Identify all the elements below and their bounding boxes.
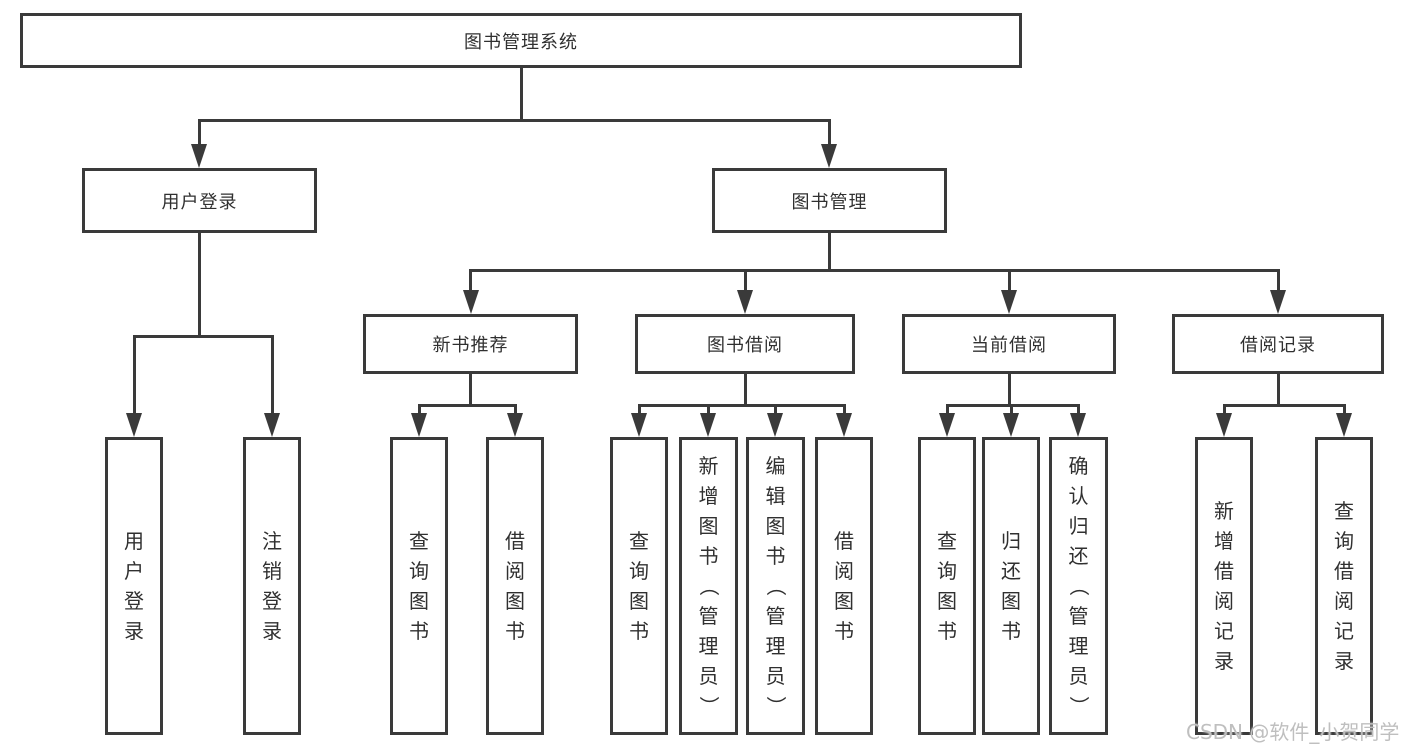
leaf-label: 用户登录 (124, 529, 144, 643)
node-label: 借阅记录 (1240, 335, 1316, 356)
leaf-label: 确认归还（管理员） (1066, 454, 1091, 716)
connector-stem (197, 233, 201, 336)
leaf-borrow-books-recommend: 借阅图书 (486, 437, 544, 735)
connector-bar (945, 403, 1080, 407)
connector-stem (1007, 270, 1011, 291)
arrowhead-icon (1003, 413, 1019, 437)
leaf-label: 注销登录 (262, 529, 282, 643)
connector-stem (842, 405, 846, 415)
connector-bar (637, 403, 846, 407)
connector-stem (197, 120, 201, 146)
arrowhead-icon (836, 413, 852, 437)
arrowhead-icon (191, 144, 207, 168)
node-label: 图书借阅 (707, 335, 783, 356)
connector-stem (743, 270, 747, 291)
leaf-confirm-return-admin: 确认归还（管理员） (1049, 437, 1108, 735)
connector-stem (469, 374, 472, 405)
connector-stem (469, 270, 472, 291)
node-label: 图书管理 (791, 191, 868, 213)
arrowhead-icon (700, 413, 716, 437)
leaf-label: 查询图书 (629, 529, 649, 643)
leaf-edit-books-admin: 编辑图书（管理员） (746, 437, 805, 735)
leaf-query-books-current: 查询图书 (918, 437, 976, 735)
leaf-borrow-books: 借阅图书 (815, 437, 873, 735)
connector-stem (706, 405, 710, 415)
arrowhead-icon (507, 413, 523, 437)
connector-root-stem (519, 68, 523, 120)
arrowhead-icon (126, 413, 142, 437)
arrowhead-icon (767, 413, 783, 437)
connector-stem (637, 405, 641, 415)
connector-stem (417, 405, 421, 415)
connector-stem (1276, 374, 1280, 405)
arrowhead-icon (821, 144, 837, 168)
node-borrow-records: 借阅记录 (1172, 314, 1384, 374)
arrowhead-icon (1270, 290, 1286, 314)
connector-stem (827, 233, 831, 270)
arrowhead-icon (264, 413, 280, 437)
connector-level3-bar (469, 268, 1280, 272)
leaf-label: 新增图书（管理员） (696, 454, 721, 716)
connector-bar (132, 334, 274, 338)
leaf-query-books-borrow: 查询图书 (610, 437, 668, 735)
connector-stem (1007, 374, 1011, 405)
arrowhead-icon (631, 413, 647, 437)
leaf-query-borrow-record: 查询借阅记录 (1315, 437, 1373, 735)
leaf-user-login: 用户登录 (105, 437, 163, 735)
connector-bar (1222, 403, 1346, 407)
leaf-label: 归还图书 (1001, 529, 1021, 643)
arrowhead-icon (939, 413, 955, 437)
connector-stem (1276, 270, 1280, 291)
connector-stem (743, 374, 747, 405)
leaf-label: 编辑图书（管理员） (763, 454, 788, 716)
arrowhead-icon (1216, 413, 1232, 437)
connector-stem (1009, 405, 1013, 415)
leaf-label: 借阅图书 (834, 529, 854, 643)
node-label: 图书管理系统 (464, 31, 578, 53)
connector-level2-bar (197, 118, 831, 122)
arrowhead-icon (1336, 413, 1352, 437)
leaf-return-books: 归还图书 (982, 437, 1040, 735)
connector-stem (773, 405, 777, 415)
node-label: 当前借阅 (971, 335, 1047, 356)
leaf-logout: 注销登录 (243, 437, 301, 735)
leaf-label: 查询图书 (937, 529, 957, 643)
leaf-label: 借阅图书 (505, 529, 525, 643)
connector-stem (827, 120, 831, 146)
leaf-add-books-admin: 新增图书（管理员） (679, 437, 738, 735)
leaf-query-books-recommend: 查询图书 (390, 437, 448, 735)
node-label: 新书推荐 (432, 335, 509, 356)
connector-stem (1342, 405, 1346, 415)
arrowhead-icon (1001, 290, 1017, 314)
node-current-borrow: 当前借阅 (902, 314, 1116, 374)
connector-stem (132, 336, 136, 414)
connector-stem (270, 336, 274, 414)
node-user-login: 用户登录 (82, 168, 317, 233)
connector-stem (1076, 405, 1080, 415)
node-book-management: 图书管理 (712, 168, 947, 233)
arrowhead-icon (462, 290, 479, 314)
node-book-borrow: 图书借阅 (635, 314, 855, 374)
connector-stem (1222, 405, 1226, 415)
leaf-label: 查询借阅记录 (1334, 499, 1354, 673)
leaf-label: 查询图书 (409, 529, 429, 643)
node-root: 图书管理系统 (20, 13, 1022, 68)
arrowhead-icon (1070, 413, 1086, 437)
arrowhead-icon (737, 290, 753, 314)
connector-bar (417, 403, 517, 407)
node-new-book-recommend: 新书推荐 (363, 314, 578, 374)
node-label: 用户登录 (161, 191, 238, 213)
connector-stem (945, 405, 949, 415)
connector-stem (513, 405, 517, 415)
watermark: CSDN @软件_小贺同学 (1186, 720, 1400, 744)
leaf-label: 新增借阅记录 (1214, 499, 1234, 673)
leaf-add-borrow-record: 新增借阅记录 (1195, 437, 1253, 735)
arrowhead-icon (411, 413, 427, 437)
